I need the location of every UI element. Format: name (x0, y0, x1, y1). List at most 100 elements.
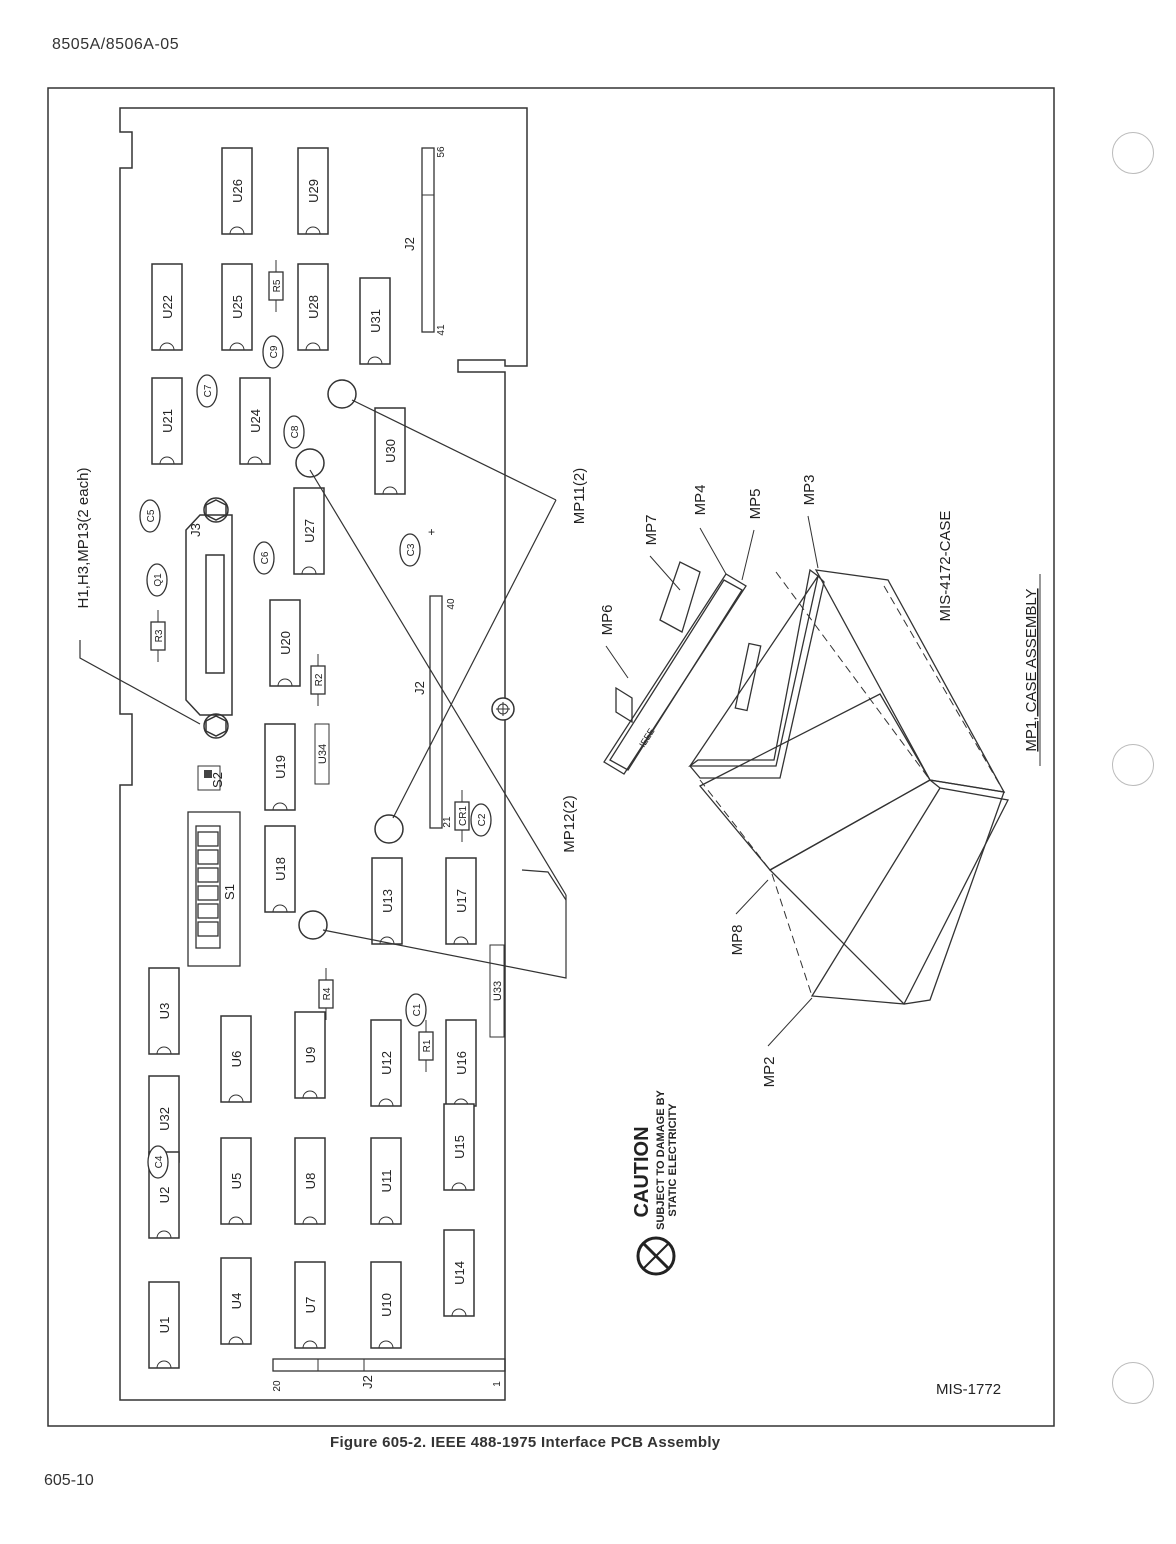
component-c9: C9 (262, 335, 284, 369)
ic-u21: U21 (151, 377, 183, 465)
ic-u30: U30 (374, 407, 406, 495)
ic-label: U19 (273, 755, 288, 779)
component-c3: C3 (399, 533, 421, 567)
j2-label-middle: J2 (412, 681, 427, 695)
ic-u19: U19 (264, 723, 296, 811)
figure-caption: Figure 605-2. IEEE 488-1975 Interface PC… (330, 1434, 721, 1451)
mounting-hole (374, 814, 404, 844)
j2-label-top: J2 (402, 237, 417, 251)
callout-mis-4172-case: MIS-4172-CASE (937, 511, 954, 622)
s2-label: S2 (210, 772, 225, 788)
callout-mp5: MP5 (747, 489, 764, 520)
ic-label: U17 (454, 889, 469, 913)
ic-u1: U1 (148, 1281, 180, 1369)
ic-u11: U11 (370, 1137, 402, 1225)
component-label: C5 (146, 509, 157, 522)
component-label: Q1 (153, 573, 164, 587)
ic-u31: U31 (359, 277, 391, 365)
caution-title: CAUTION (631, 1126, 653, 1217)
ic-u4: U4 (220, 1257, 252, 1345)
callout-mp6: MP6 (599, 605, 616, 636)
ic-label: U21 (160, 409, 175, 433)
s1-label: S1 (222, 884, 237, 900)
page-number: 605-10 (44, 1472, 94, 1489)
ic-label: U1 (157, 1317, 172, 1334)
ic-label: U28 (306, 295, 321, 319)
callout-mp8: MP8 (729, 925, 746, 956)
leader-lines (79, 399, 567, 979)
component-c6: C6 (253, 541, 275, 575)
ic-label: U18 (273, 857, 288, 881)
component-c5: C5 (139, 499, 161, 533)
pcb-outline (119, 107, 528, 1401)
ic-u5: U5 (220, 1137, 252, 1225)
figure-frame (47, 87, 1055, 1427)
ic-u8: U8 (294, 1137, 326, 1225)
ic-label: U27 (302, 519, 317, 543)
j2-connector-middle (429, 595, 443, 829)
caution-line1: SUBJECT TO DAMAGE BY (655, 1089, 667, 1229)
callout-mp12: MP12(2) (561, 795, 578, 853)
component-c4: C4 (147, 1145, 169, 1179)
ic-label: U5 (229, 1173, 244, 1190)
component-cr1: CR1 (454, 790, 470, 842)
case-dashed-guides (699, 571, 1005, 997)
component-r1: R1 (418, 1020, 434, 1072)
component-r4: R4 (318, 968, 334, 1020)
ic-label: U34 (317, 744, 329, 764)
callout-mp7: MP7 (643, 515, 660, 546)
component-r2: R2 (310, 654, 326, 706)
callout-mp11: MP11(2) (571, 468, 588, 524)
mounting-hole (295, 448, 325, 478)
component-label: R1 (422, 1039, 433, 1052)
component-label: R4 (322, 987, 333, 1000)
component-label: C8 (290, 425, 301, 438)
ic-u25: U25 (221, 263, 253, 351)
component-label: C4 (154, 1155, 165, 1168)
binder-hole-middle (1112, 744, 1154, 786)
ic-label: U9 (303, 1047, 318, 1064)
component-label: C3 (406, 543, 417, 556)
ic-label: U4 (229, 1293, 244, 1310)
callout-mp4: MP4 (692, 485, 709, 516)
pin-label: 20 (272, 1380, 283, 1392)
ic-label: U26 (230, 179, 245, 203)
ic-label: U32 (157, 1107, 172, 1131)
component-c7: C7 (196, 374, 218, 408)
component-c8: C8 (283, 415, 305, 449)
j3-label: J3 (188, 523, 203, 537)
ic-label: U33 (492, 981, 504, 1001)
ic-label: U2 (157, 1187, 172, 1204)
ic-label: U14 (452, 1261, 467, 1285)
component-r3: R3 (150, 610, 166, 662)
component-label: C7 (203, 384, 214, 397)
component-label: C2 (477, 813, 488, 826)
s2-switch (197, 765, 221, 791)
component-q1: Q1 (146, 563, 168, 597)
ic-u17: U17 (445, 857, 477, 945)
case-assembly-drawing (603, 561, 1009, 1005)
callout-h1-h3-mp13: H1,H3,MP13(2 each) (75, 468, 92, 609)
ic-label: U3 (157, 1003, 172, 1020)
pin-label: 1 (492, 1381, 503, 1387)
ic-u27: U27 (293, 487, 325, 575)
component-c1: C1 (405, 993, 427, 1027)
ic-u26: U26 (221, 147, 253, 235)
j3-connector (185, 497, 233, 739)
ic-label: U29 (306, 179, 321, 203)
screw-icon (491, 697, 515, 721)
pin-label: 21 (442, 816, 453, 828)
ic-u3: U3 (148, 967, 180, 1055)
ic-label: U25 (230, 295, 245, 319)
ic-u28: U28 (297, 263, 329, 351)
j2-connector-bottom (272, 1358, 506, 1372)
component-r5: R5 (268, 260, 284, 312)
component-label: C1 (412, 1003, 423, 1016)
binder-hole-bottom (1112, 1362, 1154, 1404)
mounting-holes (295, 379, 404, 940)
callout-mp3: MP3 (801, 475, 818, 506)
component-label: R5 (272, 279, 283, 292)
ic-u24: U24 (239, 377, 271, 465)
